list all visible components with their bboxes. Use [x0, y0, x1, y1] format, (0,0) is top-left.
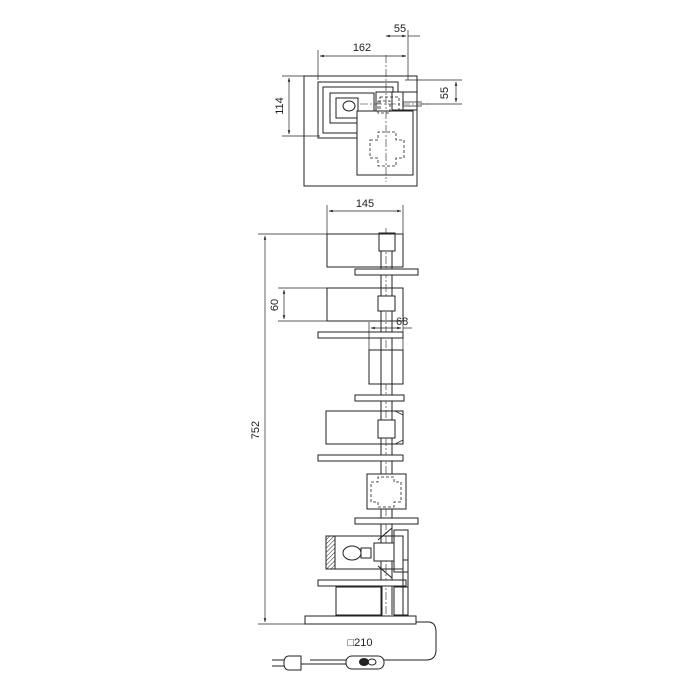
shelf-4 [317, 454, 404, 462]
top-view-plate [303, 75, 418, 187]
shade-box-2 [326, 287, 404, 322]
upper-shade-box [326, 233, 404, 268]
dim-shelf-height-label: 60 [269, 299, 281, 311]
pole-top-cap [378, 232, 396, 252]
top-view-lamp-inner [329, 92, 375, 124]
power-cord [272, 621, 437, 671]
base-plate [304, 615, 417, 625]
top-view-lamp-core [335, 97, 359, 119]
top-view-dashed-cross [369, 131, 405, 167]
shelf-1 [354, 268, 419, 276]
top-view: 162 55 114 55 [274, 23, 462, 187]
shelf-5 [354, 517, 419, 525]
top-view-upper-block [391, 91, 418, 111]
dim-base-size-label: □210 [348, 637, 373, 649]
shelf-6 [317, 579, 407, 587]
dim-top-side-label: 55 [439, 87, 451, 99]
top-view-shelf [356, 110, 414, 176]
dim-column-width-label: 68 [396, 316, 408, 328]
shelf-2 [317, 331, 404, 339]
dim-front-width-label: 145 [356, 198, 374, 210]
lamp-bulb [342, 545, 362, 561]
dim-top-offset-label: 55 [394, 23, 406, 35]
dim-top-height-label: 114 [274, 97, 286, 115]
plug-icon [283, 655, 302, 671]
top-view-bulb [342, 100, 356, 112]
lamp-socket [360, 547, 372, 559]
lamp-hatched-back [325, 535, 336, 570]
cube-block-3 [368, 349, 404, 385]
dim-total-height-label: 752 [250, 421, 262, 439]
cord-line-1 [384, 621, 437, 661]
base-block [335, 586, 383, 616]
dim-top-width-label: 162 [353, 42, 371, 54]
front-view: 145 752 60 68 □210 [250, 198, 419, 649]
shade-box-4 [325, 410, 404, 445]
cross-block-5 [366, 473, 407, 510]
lamp-mount [373, 542, 395, 562]
switch-button-icon [359, 658, 369, 666]
shelf-3 [354, 394, 405, 402]
